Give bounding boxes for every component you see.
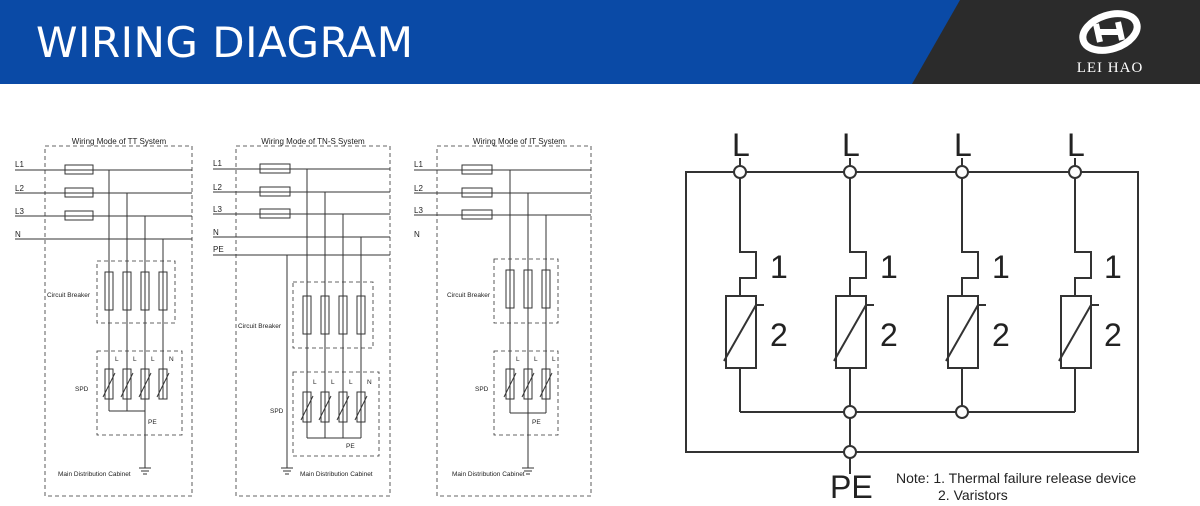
tns-terminal-label: L [331,379,335,386]
module-line-label: L [1067,127,1085,163]
tns-breaker-label: Circuit Breaker [238,323,282,330]
it-line-label: L2 [414,184,423,193]
tns-line-label: L2 [213,183,222,192]
module-element-number: 1 [770,249,788,285]
tt-breaker-label: Circuit Breaker [47,292,91,299]
tt-spd-label: SPD [75,386,89,393]
tns-terminal-label: L [349,379,353,386]
it-breaker-label: Circuit Breaker [447,292,491,299]
header-bar [0,0,1200,84]
module-element-number: 2 [1104,317,1122,353]
brand-logo-icon [1079,10,1141,54]
tns-cabinet-label: Main Distribution Cabinet [300,471,373,478]
tt-terminal-label: L [115,356,119,363]
tns-spd-label: SPD [270,408,284,415]
module-line-label: L [842,127,860,163]
it-cabinet-label: Main Distribution Cabinet [452,471,525,478]
module-element-number: 2 [770,317,788,353]
tt-system-diagram: Wiring Mode of TT System L1 L2 L3 N Circ… [15,137,193,497]
tt-terminal-label: L [133,356,137,363]
tns-system-title: Wiring Mode of TN-S System [261,137,365,146]
module-element-number: 2 [992,317,1010,353]
tns-terminal-label: N [367,379,372,386]
tns-terminal-label: L [313,379,317,386]
it-line-label: L3 [414,206,423,215]
module-note-line-1: Note: 1. Thermal failure release device [896,470,1136,486]
tns-line-label: N [213,228,219,237]
it-system-diagram: Wiring Mode of IT System L1 L2 L3 N Circ… [414,137,592,497]
tns-pe-label: PE [346,443,355,450]
it-spd-label: SPD [475,386,489,393]
module-pe-label: PE [830,469,873,505]
module-element-number: 1 [880,249,898,285]
it-line-label: N [414,230,420,239]
spd-module-diagram: L L L L 1 2 1 2 1 2 1 2 PE Note: 1. Ther… [685,127,1139,505]
page-title: WIRING DIAGRAM [36,18,414,67]
brand-name: LEI HAO [1076,60,1144,76]
tt-terminal-label: N [169,356,174,363]
module-note-line-2: 2. Varistors [938,487,1008,503]
tns-system-diagram: Wiring Mode of TN-S System L1 L2 L3 N PE… [213,137,391,497]
tt-line-label: N [15,230,21,239]
tt-line-label: L3 [15,207,24,216]
tt-cabinet-label: Main Distribution Cabinet [58,471,131,478]
tt-line-label: L1 [15,160,24,169]
tns-line-label: L1 [213,159,222,168]
tt-terminal-label: L [151,356,155,363]
module-line-label: L [732,127,750,163]
module-line-label: L [954,127,972,163]
tt-line-label: L2 [15,184,24,193]
tt-system-title: Wiring Mode of TT System [72,137,167,146]
it-pe-label: PE [532,419,541,426]
it-terminal-label: L [516,356,520,363]
module-element-number: 1 [1104,249,1122,285]
it-terminal-label: L [552,356,556,363]
it-system-title: Wiring Mode of IT System [473,137,565,146]
it-line-label: L1 [414,160,423,169]
tns-line-label: PE [213,245,224,254]
module-element-number: 1 [992,249,1010,285]
tt-pe-label: PE [148,419,157,426]
it-terminal-label: L [534,356,538,363]
module-element-number: 2 [880,317,898,353]
tns-line-label: L3 [213,205,222,214]
system-wiring-diagrams: Wiring Mode of TT System L1 L2 L3 N Circ… [15,137,592,497]
